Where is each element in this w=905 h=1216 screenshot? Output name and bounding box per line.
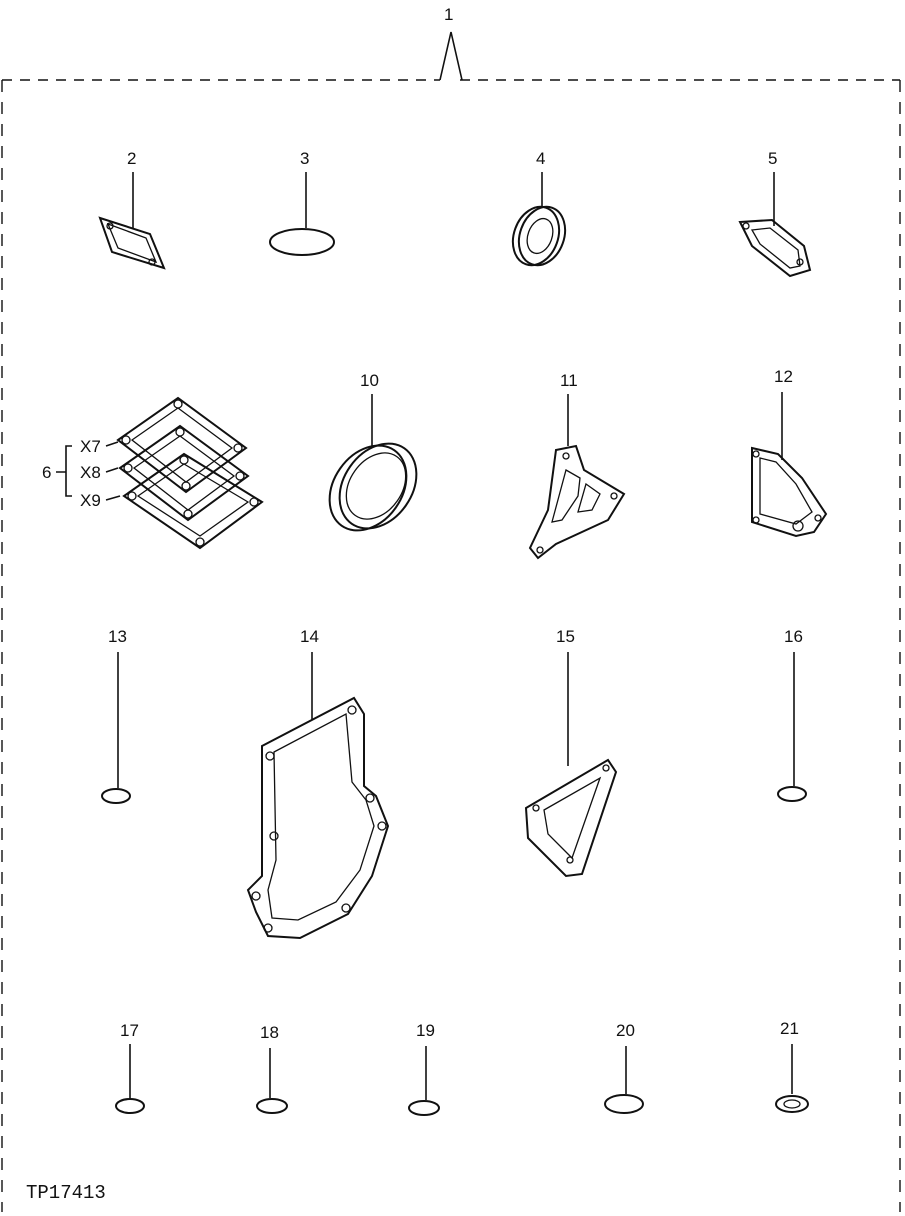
- figure-id: TP17413: [26, 1182, 106, 1204]
- part-4-oil-seal: 4: [511, 149, 567, 267]
- callout-17-label: 17: [120, 1021, 139, 1040]
- part-13-o-ring: 13: [101, 627, 131, 804]
- callout-1: 1: [439, 5, 463, 81]
- callout-3-label: 3: [300, 149, 309, 168]
- part-17-o-ring: 17: [115, 1021, 145, 1114]
- callout-x7-label: X7: [80, 437, 101, 456]
- callout-2-label: 2: [127, 149, 136, 168]
- part-18-o-ring: 18: [256, 1023, 288, 1114]
- callout-18-label: 18: [260, 1023, 279, 1042]
- part-5-gasket: 5: [738, 149, 812, 278]
- part-16-o-ring: 16: [777, 627, 807, 802]
- part-3-o-ring: 3: [269, 149, 335, 256]
- part-20-o-ring: 20: [604, 1021, 644, 1114]
- kit-boundary: [1, 79, 901, 1212]
- part-2-gasket: 2: [98, 149, 166, 270]
- part-6-gasket-set: 6 X7 X8 X9: [42, 396, 264, 550]
- callout-12-label: 12: [774, 367, 793, 386]
- part-21-washer: 21: [775, 1019, 809, 1113]
- callout-19-label: 19: [416, 1021, 435, 1040]
- part-15-gasket: 15: [524, 627, 618, 878]
- callout-x8-label: X8: [80, 463, 101, 482]
- callout-15-label: 15: [556, 627, 575, 646]
- callout-20-label: 20: [616, 1021, 635, 1040]
- callout-1-label: 1: [444, 5, 453, 24]
- part-14-cover-gasket: 14: [246, 627, 390, 940]
- callout-21-label: 21: [780, 1019, 799, 1038]
- callout-11-label: 11: [560, 371, 578, 390]
- callout-16-label: 16: [784, 627, 803, 646]
- callout-14-label: 14: [300, 627, 319, 646]
- part-19-o-ring: 19: [408, 1021, 440, 1116]
- callout-13-label: 13: [108, 627, 127, 646]
- part-11-gasket: 11: [528, 371, 626, 560]
- part-12-gasket: 12: [751, 367, 828, 538]
- callout-5-label: 5: [768, 149, 777, 168]
- part-10-oil-seal: 10: [328, 371, 418, 532]
- callout-6-label: 6: [42, 463, 51, 482]
- callout-x9-label: X9: [80, 491, 101, 510]
- callout-4-label: 4: [536, 149, 545, 168]
- callout-10-label: 10: [360, 371, 379, 390]
